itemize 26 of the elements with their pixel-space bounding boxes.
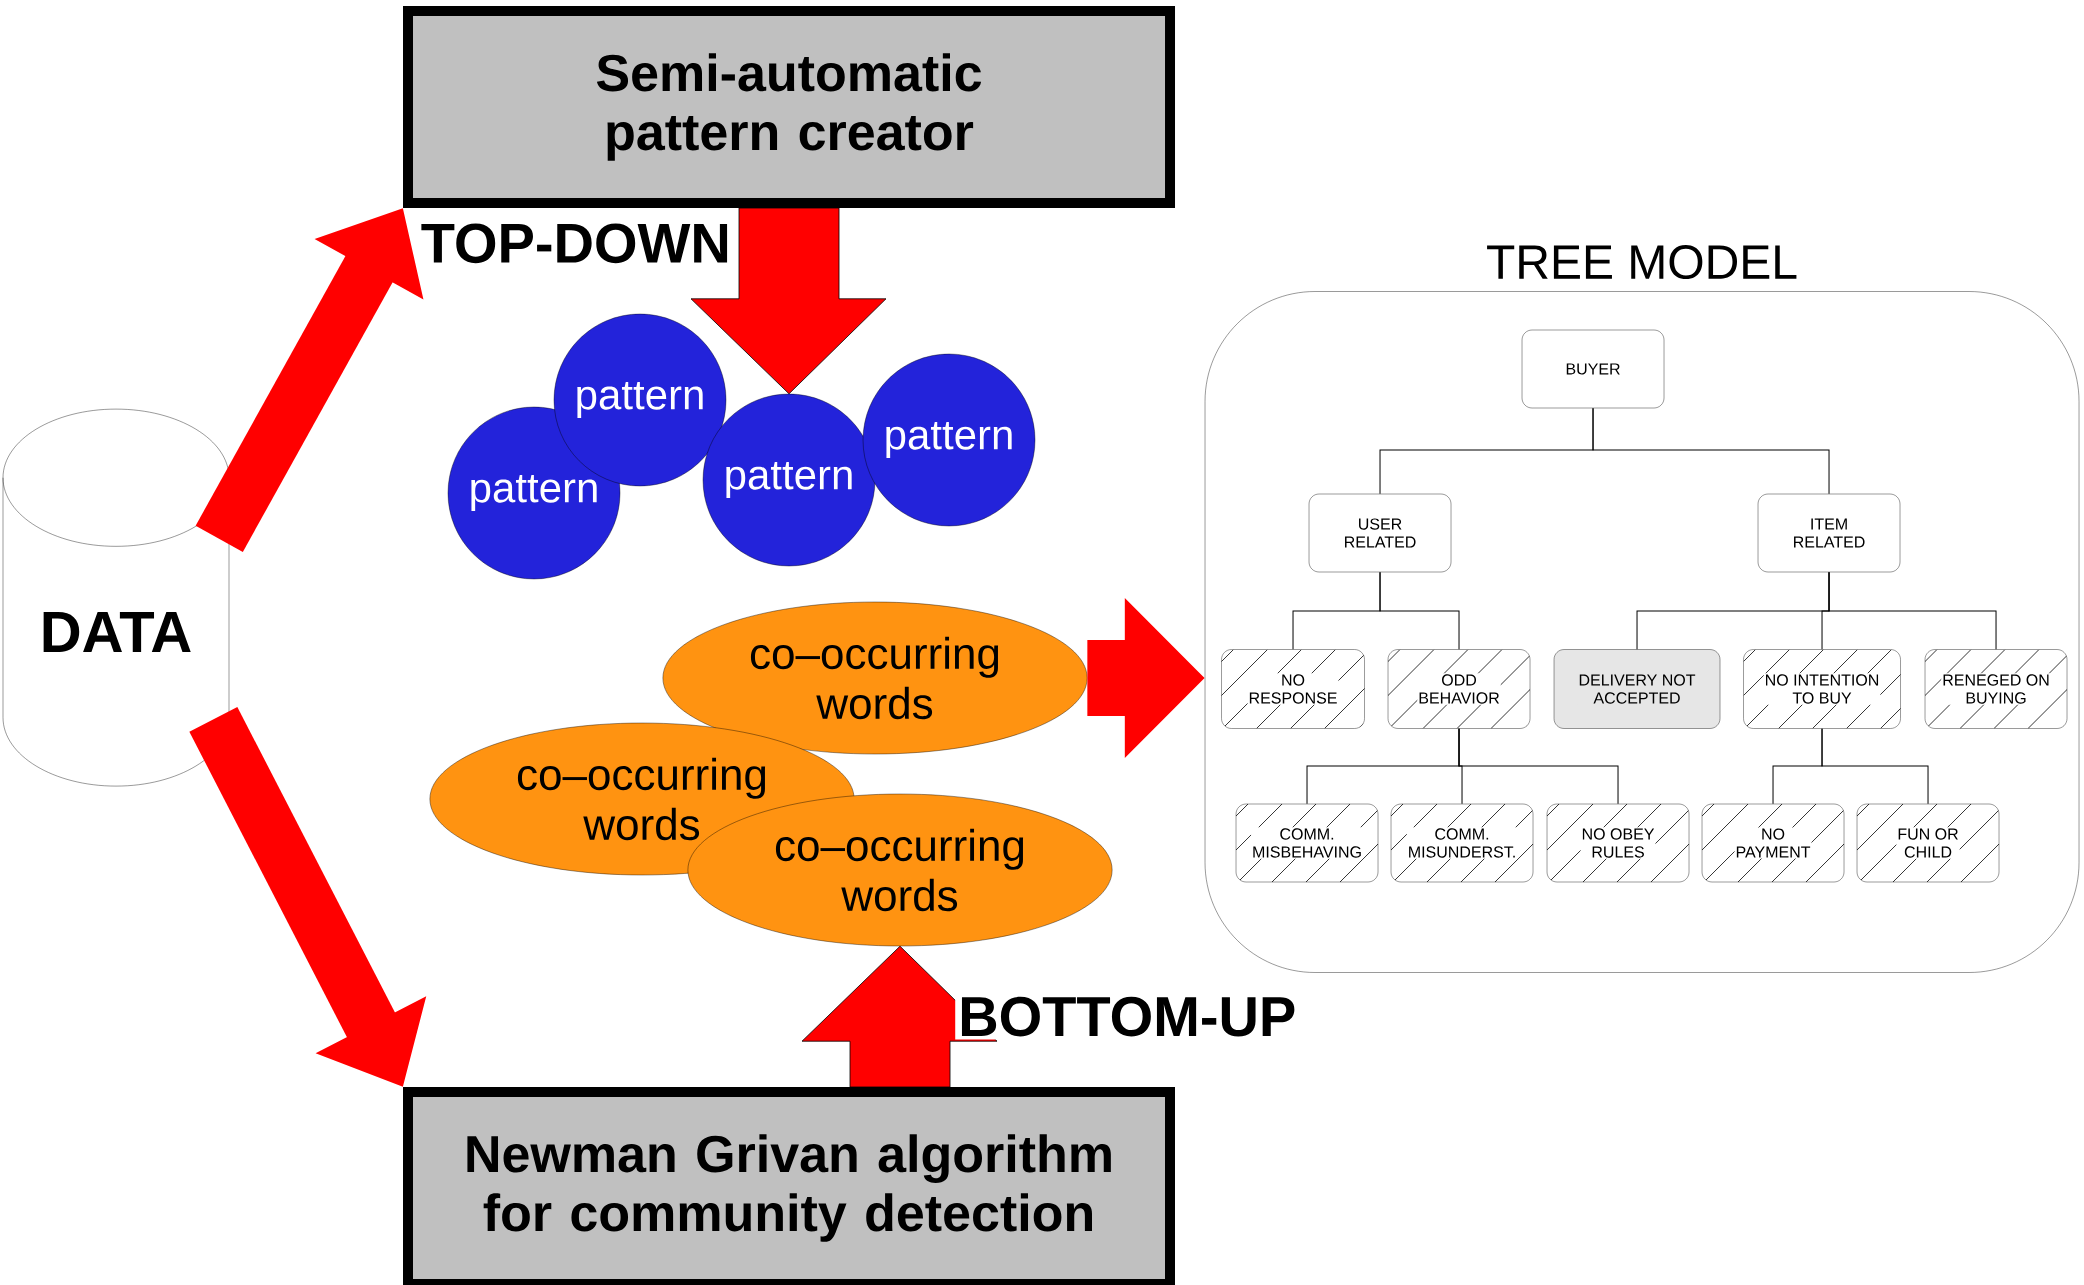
category-box: NO OBEY RULES <box>1546 803 1690 883</box>
edge-label: BOTTOM-UP <box>955 993 1300 1040</box>
tree-connector <box>1379 571 1460 650</box>
process-box: Semi-automatic pattern creator <box>403 6 1175 208</box>
category-box: RENEGED ON BUYING <box>1924 649 2068 729</box>
category-box: COMM. MISBEHAVING <box>1235 803 1379 883</box>
tree-connector <box>1828 571 1997 650</box>
category-box: NO PAYMENT <box>1701 803 1845 883</box>
process-box: Newman Grivan algorithm for community detection <box>403 1087 1175 1285</box>
block-arrow <box>690 207 887 395</box>
edge-label: TOP-DOWN <box>417 220 734 267</box>
database-cylinder: DATA <box>2 408 230 787</box>
tree-connector <box>1592 407 1830 495</box>
category-box: COMM. MISUNDERST. <box>1390 803 1534 883</box>
category-box: USER RELATED <box>1308 493 1452 573</box>
category-box: FUN OR CHILD <box>1856 803 2000 883</box>
block-arrow <box>801 945 998 1088</box>
category-box: ODD BEHAVIOR <box>1387 649 1531 729</box>
category-box: DELIVERY NOT ACCEPTED <box>1553 649 1721 729</box>
category-box: NO INTENTION TO BUY <box>1743 649 1901 729</box>
tree-connector <box>1821 728 1929 805</box>
category-box: NO RESPONSE <box>1221 649 1365 729</box>
category-box: ITEM RELATED <box>1757 493 1901 573</box>
node-label: TREE MODEL <box>1487 245 1797 280</box>
tree-connector <box>1458 728 1619 805</box>
category-box: BUYER <box>1521 329 1665 409</box>
